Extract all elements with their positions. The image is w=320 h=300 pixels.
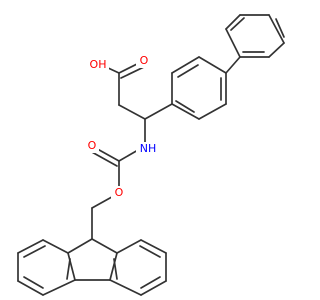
atom-labels: OH O NH O O	[84, 54, 160, 200]
bond-fluorenyl-right-1	[91, 238, 118, 254]
bond-fluorenyl-left-2	[67, 252, 76, 281]
bond-right-ring-1	[116, 239, 142, 254]
bond-right-ring-2	[140, 239, 167, 254]
bond-upper-aromatic-2	[275, 18, 285, 38]
bond-carbamate-carbonyl-inner	[89, 150, 118, 167]
bond-biphenyl-ring-2	[171, 56, 200, 74]
bond-biphenyl-link	[225, 56, 241, 74]
bond-left-ring-1	[42, 239, 69, 254]
carbonyl-oxygen-label-background	[136, 54, 151, 68]
carbamate-carbonyl-oxygen-label: O	[88, 139, 97, 152]
bond-right-ring-4	[140, 280, 167, 296]
molecular-structure-diagram: OH O NH O O	[17, 14, 285, 296]
bond-upper-ring-2	[225, 14, 241, 30]
bond-right-aromatic-2	[140, 276, 161, 289]
bond-right-aromatic-1	[139, 245, 161, 258]
bond-biphenyl-ring-3	[198, 56, 227, 74]
bond-biphenyl-ring-6	[171, 103, 200, 120]
bond-biphenyl-ring-5	[198, 103, 227, 120]
carbonyl-oxygen-label: O	[140, 54, 149, 67]
hydroxyl-label-background	[87, 58, 109, 72]
bond-fluorenyl-right-2	[109, 252, 118, 281]
ester-oxygen-label-background	[111, 186, 126, 200]
bond-left-aromatic-3	[66, 258, 71, 280]
bond-right-ring-5	[109, 279, 142, 296]
bond-chiral-aryl	[144, 103, 173, 120]
bond-left-ring-4	[17, 280, 44, 296]
bond-upper-aromatic-1	[230, 17, 245, 31]
bond-left-ring-5	[42, 279, 76, 296]
bond-fluorenyl-left-1	[67, 238, 93, 254]
bond-left-ring-2	[17, 239, 44, 254]
carbamate-carbonyl-oxygen-label-background	[84, 139, 99, 153]
amine-label: NH	[140, 142, 157, 155]
bond-upper-ring-1	[225, 28, 241, 58]
hydroxyl-label: OH	[90, 58, 107, 71]
bond-biphenyl-aromatic-1	[177, 64, 199, 78]
bond-biphenyl-aromatic-3	[175, 100, 195, 113]
bond-right-aromatic-3	[113, 258, 118, 280]
bond-left-aromatic-2	[23, 276, 44, 289]
amine-label-background	[136, 142, 160, 156]
bond-left-aromatic-1	[23, 245, 46, 258]
ester-oxygen-label: O	[115, 186, 124, 199]
bond-upper-ring-4	[268, 14, 285, 44]
bond-ch2-chiral	[118, 104, 146, 120]
bond-network	[17, 14, 285, 296]
bond-upper-ring-5	[268, 42, 285, 58]
